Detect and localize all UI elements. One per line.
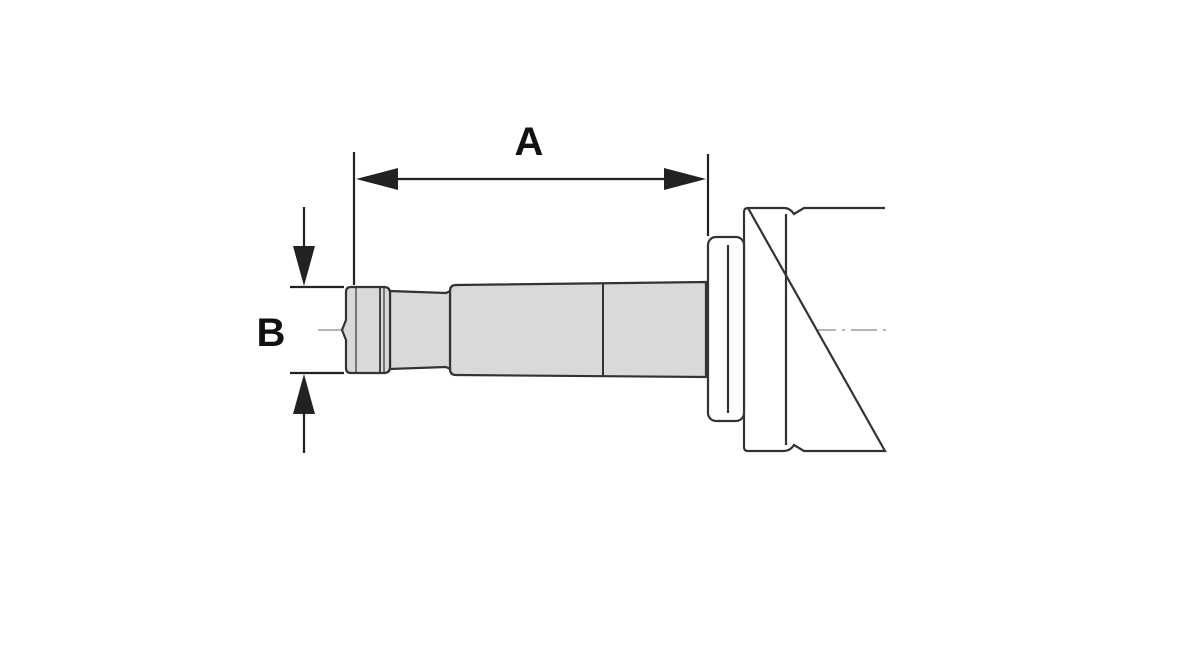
dimension-a-arrow-left — [356, 168, 398, 190]
dimension-b-arrow-top — [293, 246, 315, 286]
dimension-a — [352, 152, 710, 285]
shaft — [340, 280, 708, 379]
dimension-b-label: B — [257, 311, 286, 355]
flange-body — [706, 206, 887, 453]
dimension-b-arrow-bottom — [293, 374, 315, 414]
collar-ring — [706, 235, 746, 423]
shaft-main — [448, 280, 708, 379]
shaft-neck — [388, 289, 452, 371]
shaft-tip — [340, 285, 392, 375]
dimension-a-arrow-right — [664, 168, 706, 190]
flange-outline — [742, 206, 887, 453]
dimension-b — [290, 207, 344, 453]
dimension-a-label: A — [515, 120, 544, 164]
